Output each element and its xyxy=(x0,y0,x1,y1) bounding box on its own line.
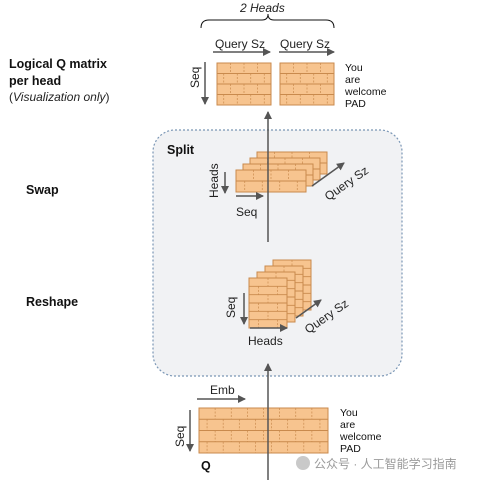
head-matrix-1 xyxy=(216,62,272,106)
arrow-layer xyxy=(186,48,345,480)
two-heads-label: 2 Heads xyxy=(240,1,285,15)
head-matrix-2 xyxy=(279,62,335,106)
query-sz-label-1: Query Sz xyxy=(215,37,266,51)
grid-layer xyxy=(198,62,335,454)
sentence-bottom: You are welcome PAD xyxy=(340,407,381,455)
split-label: Split xyxy=(167,143,195,157)
q-matrix xyxy=(198,407,329,454)
heads-label-reshape: Heads xyxy=(248,334,283,348)
heads-label-swap: Heads xyxy=(207,163,221,198)
swap-stack-layer-0 xyxy=(235,169,307,193)
token-bottom-2: welcome xyxy=(340,431,382,443)
arrow-query-sz-swap xyxy=(311,162,345,187)
two-heads-brace xyxy=(200,13,335,29)
reshape-label: Reshape xyxy=(26,295,79,309)
split-panel xyxy=(152,129,403,377)
token-top-2: welcome xyxy=(345,86,387,98)
logical-q-title-line1: Logical Q matrix xyxy=(9,57,107,71)
query-sz-label-2: Query Sz xyxy=(280,37,331,51)
emb-label: Emb xyxy=(210,383,235,397)
q-label: Q xyxy=(201,459,211,473)
token-top-3: PAD xyxy=(345,98,366,110)
token-bottom-1: are xyxy=(340,419,356,431)
wechat-logo-icon xyxy=(296,456,310,470)
token-bottom-3: PAD xyxy=(340,443,361,455)
arrow-query-sz-reshape xyxy=(295,299,322,319)
token-top-0: You xyxy=(345,62,363,74)
logical-q-title-line2: per head xyxy=(9,74,62,88)
watermark: 公众号 · 人工智能学习指南 xyxy=(296,455,457,472)
visualization-note: (Visualization only) xyxy=(9,90,110,104)
seq-label-swap: Seq xyxy=(236,205,258,219)
token-bottom-0: You xyxy=(340,407,358,419)
seq-label-top: Seq xyxy=(188,66,202,88)
seq-label-bottom: Seq xyxy=(173,425,187,447)
token-top-1: are xyxy=(345,74,361,86)
reshape-stack-layer-0 xyxy=(248,277,288,329)
seq-label-reshape: Seq xyxy=(224,296,238,318)
sentence-top: You are welcome PAD xyxy=(345,62,386,110)
swap-label: Swap xyxy=(26,183,59,197)
